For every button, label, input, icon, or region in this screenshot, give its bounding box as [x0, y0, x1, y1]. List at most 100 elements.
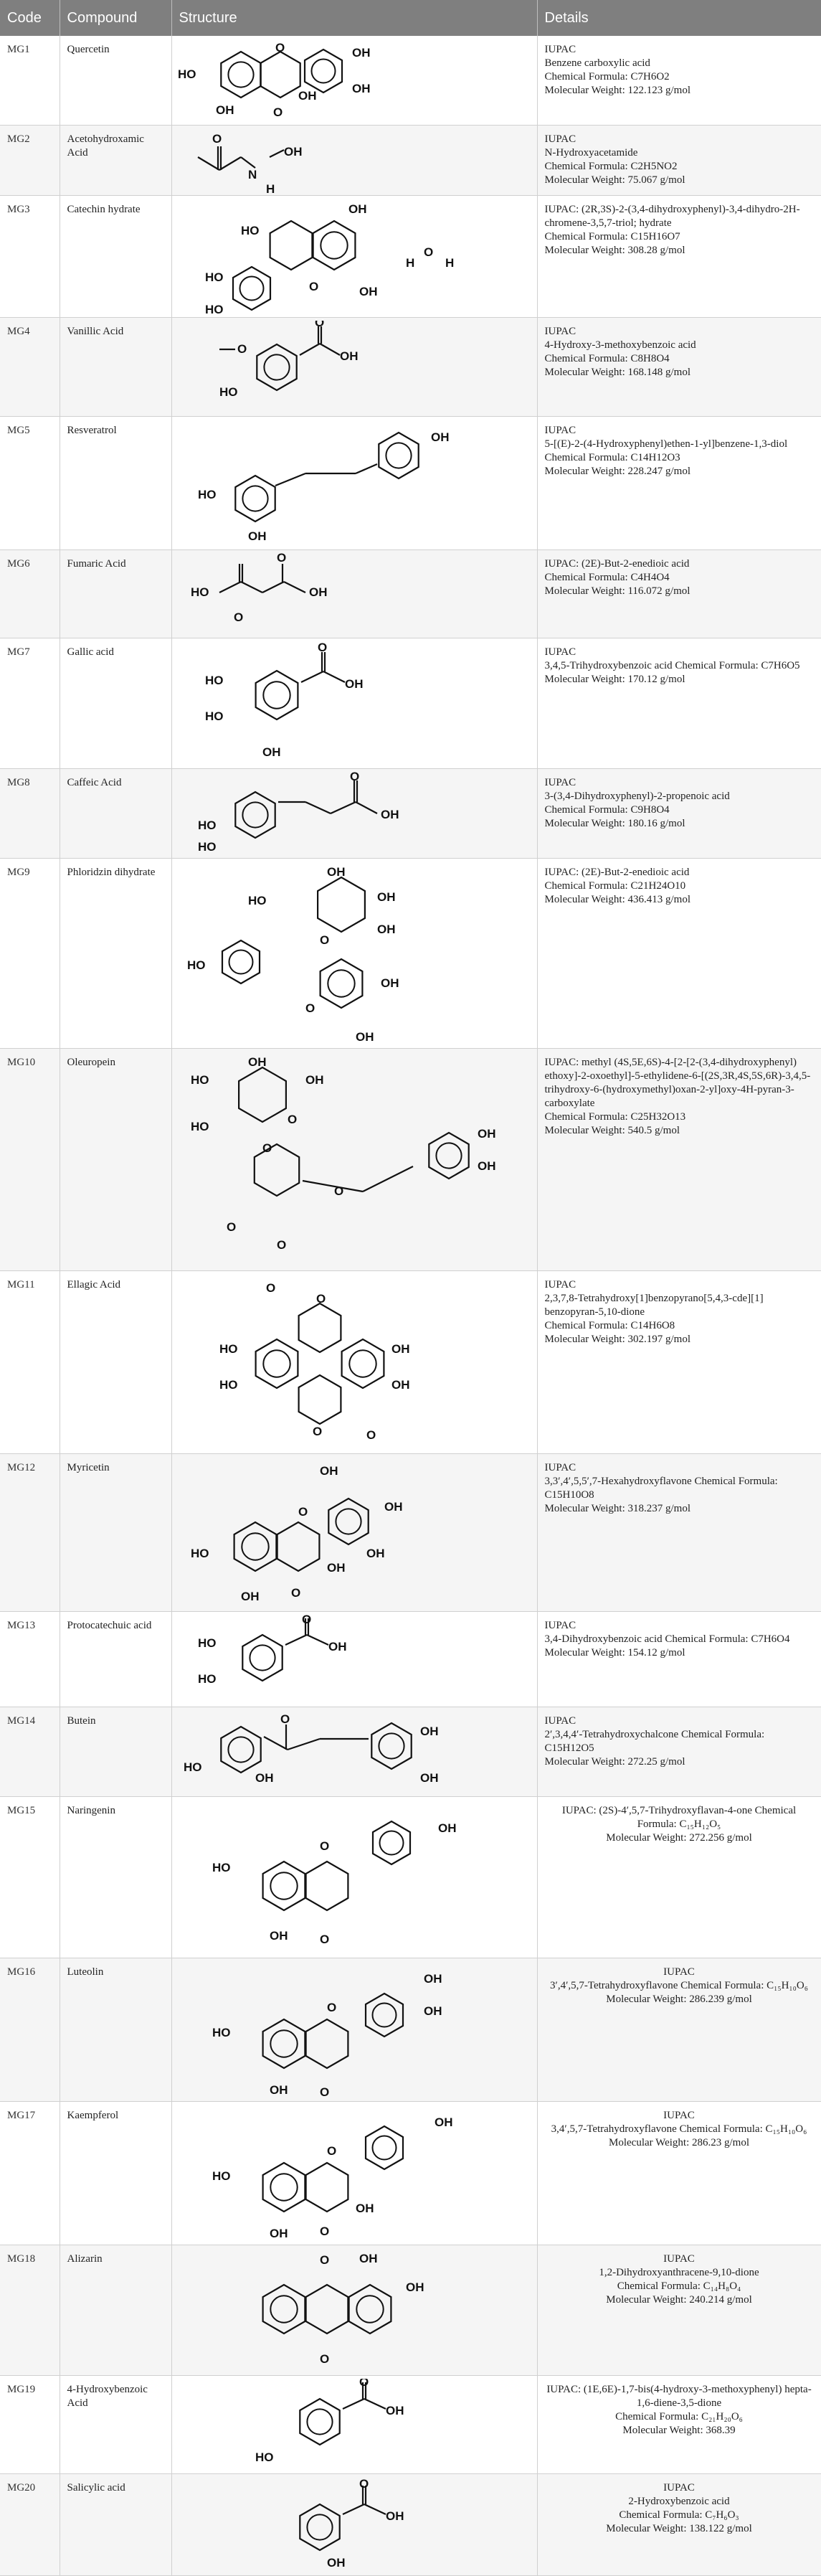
svg-text:OH: OH	[255, 1771, 274, 1785]
detail-line: IUPAC	[663, 1966, 695, 1978]
cell-compound: Vanillic Acid	[60, 317, 172, 417]
svg-text:OH: OH	[381, 808, 399, 821]
svg-text:O: O	[366, 1428, 376, 1442]
svg-text:HO: HO	[198, 1636, 217, 1650]
svg-text:HO: HO	[198, 818, 217, 832]
svg-text:OH: OH	[216, 103, 234, 117]
detail-line: IUPAC	[663, 2252, 695, 2265]
detail-line: Chemical Formula: C25H32O13	[544, 1110, 686, 1123]
detail-line: Chemical Formula: C14H12O3	[544, 451, 680, 463]
svg-text:HO: HO	[198, 1672, 217, 1686]
svg-text:O: O	[234, 610, 243, 624]
svg-text:O: O	[227, 1220, 236, 1234]
svg-text:OH: OH	[424, 1972, 442, 1986]
svg-text:HO: HO	[205, 303, 224, 313]
detail-line: Molecular Weight: 154.12 g/mol	[544, 1646, 685, 1659]
detail-line: Molecular Weight: 308.28 g/mol	[544, 244, 685, 256]
detail-line: 3,4,5-Trihydroxybenzoic acid Chemical Fo…	[544, 659, 800, 671]
cell-compound: Acetohydroxamic Acid	[60, 125, 172, 196]
svg-text:O: O	[424, 245, 433, 259]
detail-line: 4-Hydroxy-3-methoxybenzoic acid	[544, 339, 696, 351]
svg-text:OH: OH	[352, 82, 371, 95]
cell-compound: Gallic acid	[60, 638, 172, 769]
svg-text:OH: OH	[356, 2202, 374, 2215]
svg-text:HO: HO	[178, 67, 196, 81]
svg-text:O: O	[320, 2352, 329, 2366]
cell-compound: Butein	[60, 1707, 172, 1797]
detail-line: IUPAC	[544, 776, 576, 788]
cell-code: MG15	[0, 1796, 60, 1958]
svg-text:O: O	[298, 1505, 308, 1519]
svg-text:O: O	[266, 1281, 275, 1295]
detail-line: N-Hydroxyacetamide	[544, 146, 638, 159]
svg-text:O: O	[318, 641, 327, 654]
detail-line: Chemical Formula: C15H16O7	[544, 230, 680, 242]
cell-compound: Myricetin	[60, 1453, 172, 1612]
svg-text:N: N	[248, 168, 257, 181]
svg-text:O: O	[273, 105, 283, 119]
detail-line: 1,2-Dihydroxyanthracene-9,10-dione	[599, 2266, 759, 2278]
svg-text:O: O	[327, 2001, 336, 2014]
detail-line: Molecular Weight: 228.247 g/mol	[544, 465, 691, 477]
svg-text:OH: OH	[248, 1055, 267, 1069]
detail-line: IUPAC	[544, 325, 576, 337]
detail-line: Molecular Weight: 272.256 g/mol	[606, 1831, 752, 1844]
svg-text:O: O	[320, 1839, 329, 1853]
cell-compound: Kaempferol	[60, 2101, 172, 2245]
cell-code: MG16	[0, 1958, 60, 2102]
svg-text:O: O	[277, 1238, 286, 1252]
svg-text:OH: OH	[352, 46, 371, 60]
cell-code: MG1	[0, 36, 60, 126]
detail-line: Chemical Formula: C9H8O4	[544, 803, 670, 816]
detail-line: IUPAC	[544, 646, 576, 658]
svg-text:OH: OH	[356, 1030, 374, 1044]
svg-text:O: O	[315, 321, 324, 329]
cell-compound: Alizarin	[60, 2245, 172, 2376]
svg-text:OH: OH	[298, 89, 317, 103]
svg-text:HO: HO	[212, 2026, 231, 2039]
cell-compound: Fumaric Acid	[60, 549, 172, 638]
svg-text:OH: OH	[431, 430, 450, 444]
cell-compound: Caffeic Acid	[60, 768, 172, 859]
detail-line: Molecular Weight: 122.123 g/mol	[544, 85, 691, 96]
svg-text:O: O	[320, 2224, 329, 2238]
svg-text:O: O	[288, 1113, 297, 1126]
svg-text:OH: OH	[320, 1464, 338, 1478]
svg-text:HO: HO	[248, 894, 267, 907]
detail-line: Molecular Weight: 75.067 g/mol	[544, 174, 685, 186]
cell-code: MG3	[0, 195, 60, 318]
cell-compound: Catechin hydrate	[60, 195, 172, 318]
cell-compound: Luteolin	[60, 1958, 172, 2102]
cell-code: MG4	[0, 317, 60, 417]
svg-text:OH: OH	[386, 2509, 404, 2523]
svg-text:OH: OH	[345, 677, 364, 691]
svg-text:O: O	[309, 280, 318, 293]
cell-code: MG8	[0, 768, 60, 859]
svg-text:OH: OH	[359, 285, 378, 298]
svg-text:OH: OH	[327, 2556, 346, 2570]
cell-compound: Protocatechuic acid	[60, 1611, 172, 1707]
svg-text:HO: HO	[205, 674, 224, 687]
detail-line: IUPAC: (2R,3S)-2-(3,4-dihydroxyphenyl)-3…	[544, 203, 800, 229]
